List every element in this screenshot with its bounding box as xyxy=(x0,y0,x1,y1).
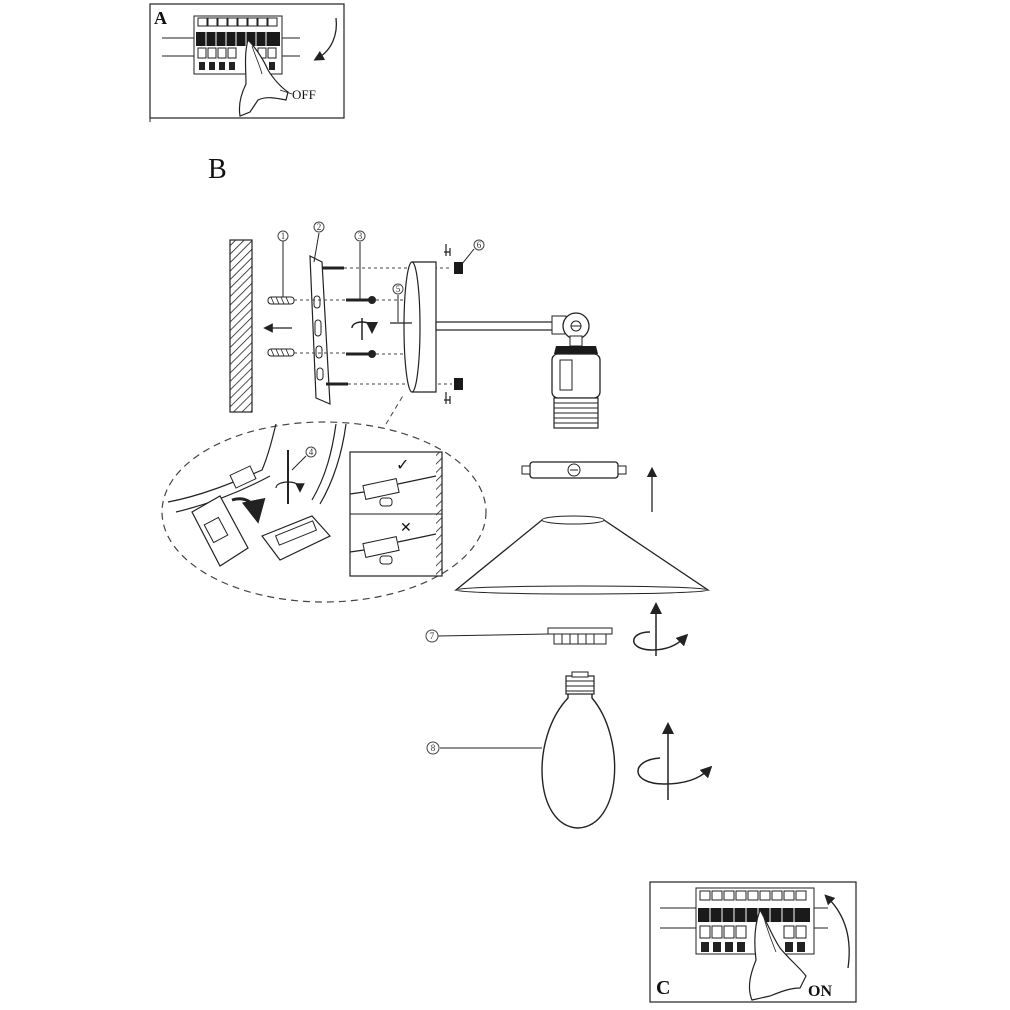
callout-1: 1 xyxy=(277,230,289,297)
lamp-arm xyxy=(435,312,590,340)
mounting-bracket xyxy=(309,255,348,405)
panel-c: C ON xyxy=(649,881,857,1003)
light-bulb xyxy=(541,671,616,829)
wrong-mark: ✕ xyxy=(400,521,412,536)
switch-on-label: ON xyxy=(808,983,832,1000)
screw-upper xyxy=(346,296,376,304)
lamp-holder xyxy=(551,335,601,429)
panel-c-label: C xyxy=(656,977,670,999)
wall-plug-upper xyxy=(267,296,295,305)
callout-7: 7 xyxy=(425,629,549,643)
svg-text:8: 8 xyxy=(431,743,436,753)
screw-lower xyxy=(346,350,376,358)
grub-screw-top xyxy=(444,244,463,274)
wall-canopy xyxy=(390,261,437,393)
callout-6: 6 xyxy=(461,239,485,265)
rotate-up-icon-1 xyxy=(633,602,689,656)
hand-a xyxy=(238,38,289,117)
svg-text:6: 6 xyxy=(477,240,482,250)
rotate-up-icon-2 xyxy=(637,722,713,800)
svg-text:2: 2 xyxy=(317,222,322,232)
breaker-block-a xyxy=(193,15,283,75)
callout-4: 4 xyxy=(291,446,317,471)
grub-screw-bottom xyxy=(444,378,463,404)
turn-off-arrow xyxy=(313,17,338,61)
callout-3: 3 xyxy=(354,230,366,299)
wall xyxy=(229,239,253,413)
screwdriver-rotate-icon xyxy=(351,318,378,340)
callout-5: 5 xyxy=(392,283,404,322)
hand-c xyxy=(748,908,807,1001)
svg-text:3: 3 xyxy=(358,231,363,241)
correct-mark: ✓ xyxy=(396,457,409,474)
svg-text:4: 4 xyxy=(309,447,314,457)
shade-ring xyxy=(521,461,627,479)
wiring-detail: ✓ ✕ xyxy=(161,393,487,603)
switch-off-label: OFF xyxy=(292,87,316,102)
panel-a-label: A xyxy=(154,8,167,28)
turn-on-arrow xyxy=(824,894,850,969)
callout-8: 8 xyxy=(426,741,542,755)
wall-plug-lower xyxy=(267,348,295,357)
svg-text:1: 1 xyxy=(281,231,286,241)
lower-ring-nut xyxy=(547,627,613,645)
lamp-shade xyxy=(454,515,711,595)
svg-text:7: 7 xyxy=(430,631,435,641)
panel-a: A OFF xyxy=(149,3,345,122)
callout-2: 2 xyxy=(313,221,325,263)
svg-text:5: 5 xyxy=(396,284,401,294)
section-b-label: B xyxy=(208,154,227,185)
